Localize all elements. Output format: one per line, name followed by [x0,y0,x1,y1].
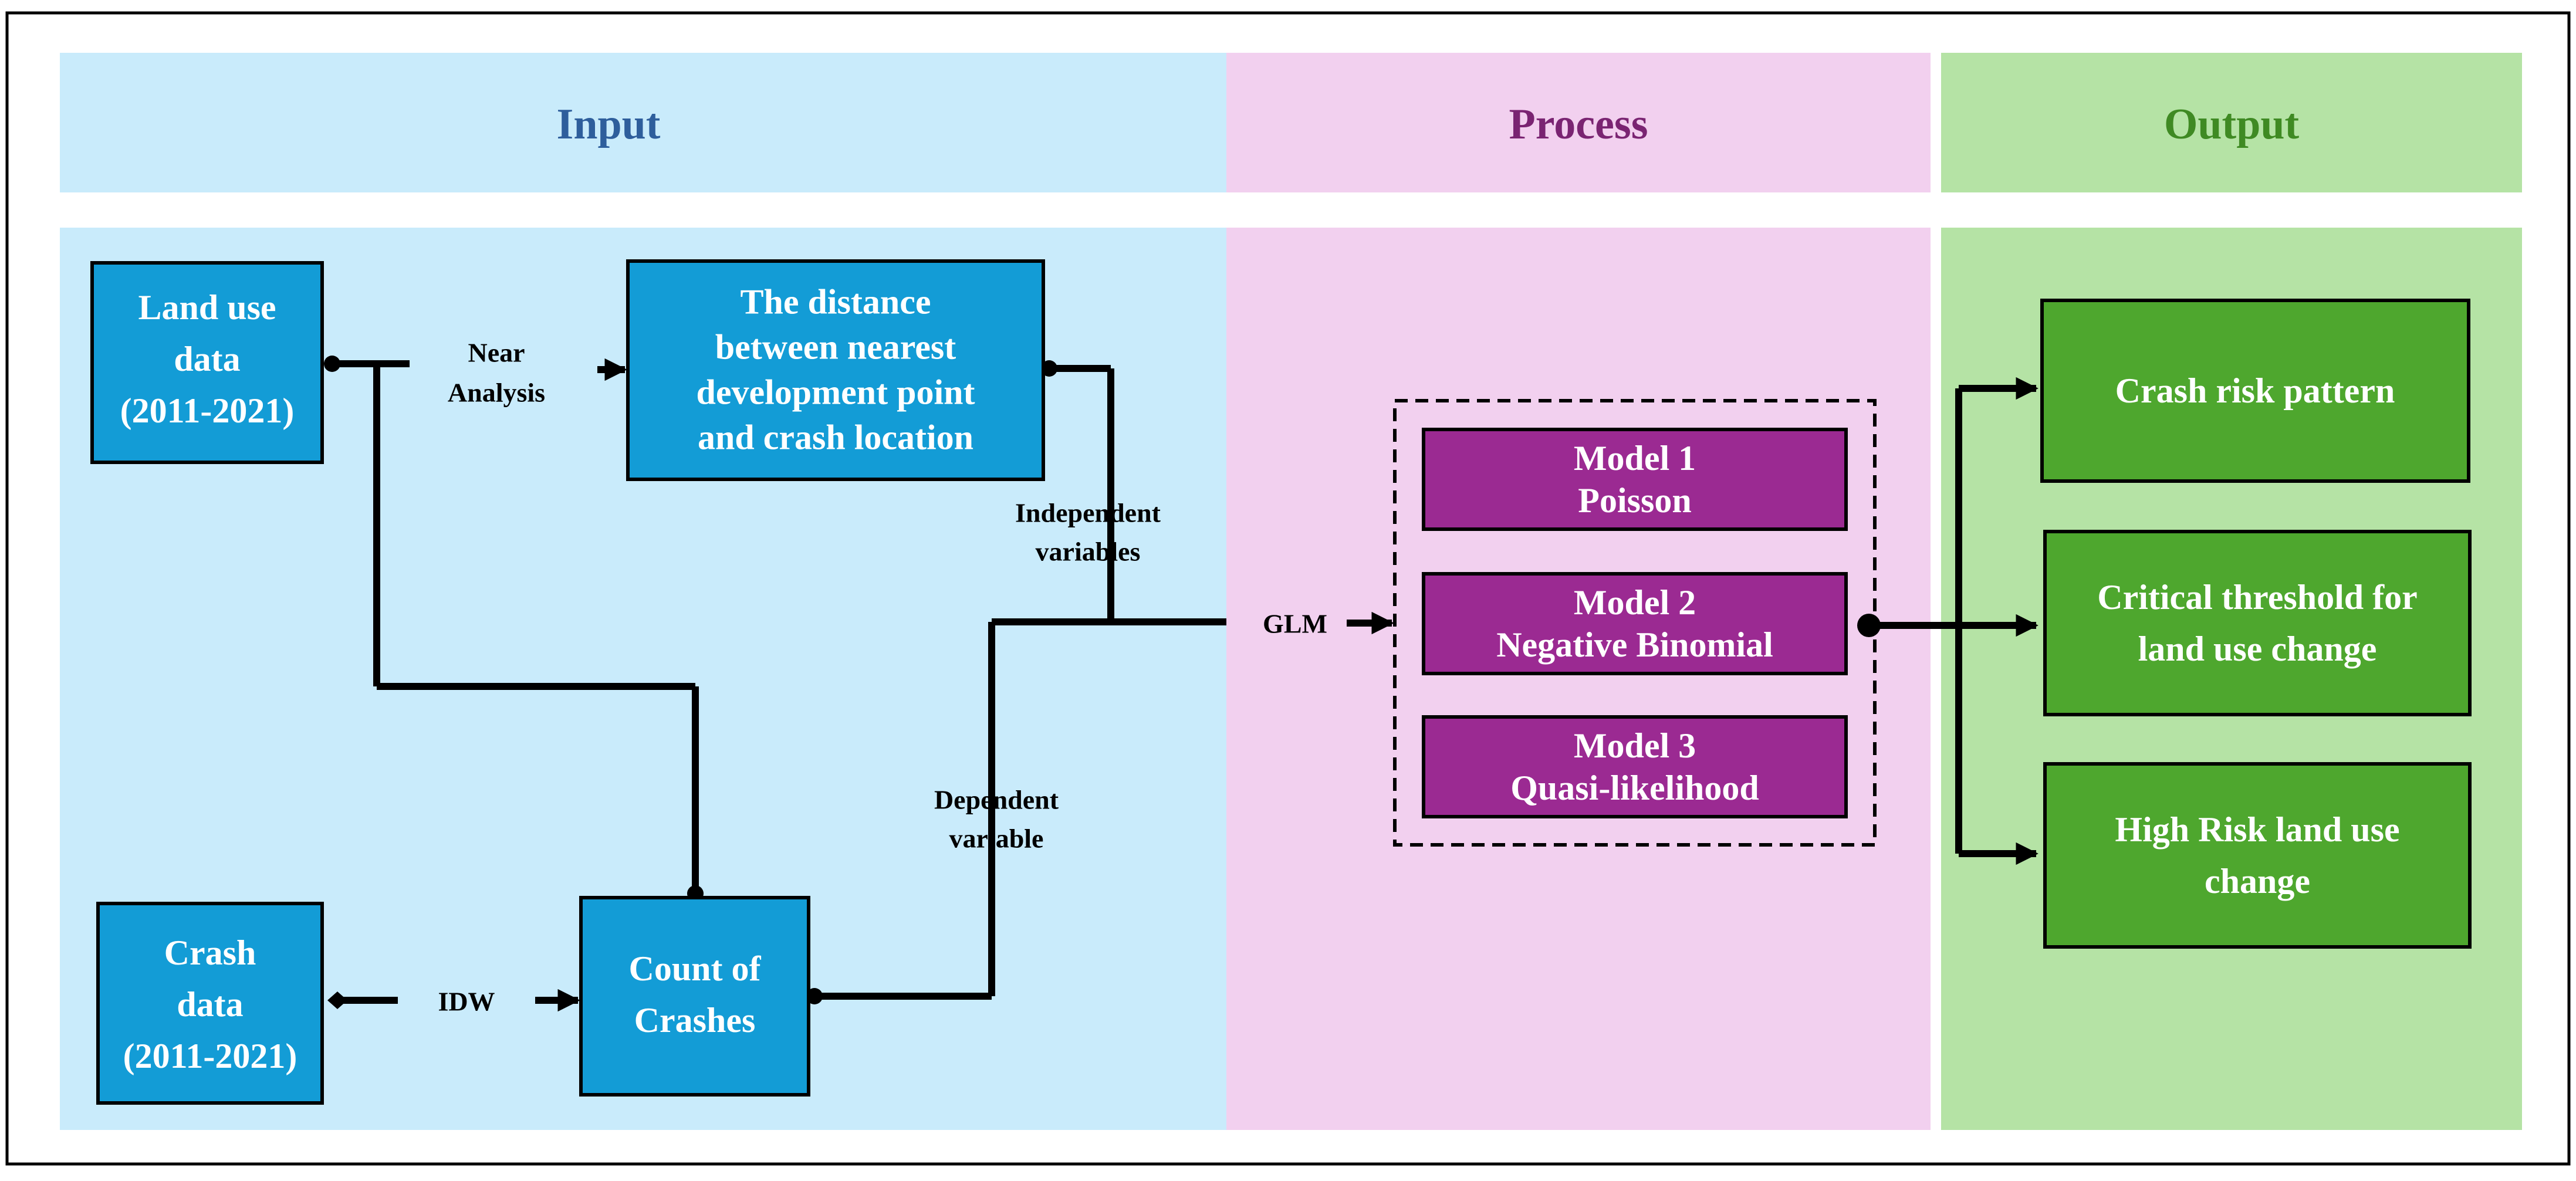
output-header-band [1941,53,2522,192]
crash-risk-text-line-1: Crash risk pattern [2115,371,2395,410]
process-header-band [1226,53,1931,192]
dependent-variable-label: Dependent variable [934,785,1059,854]
count-text-line-2: Crashes [634,1001,756,1040]
independent-variables-label: Independent variables [1015,498,1161,567]
crash-data-box: Crash data (2011-2021) [96,902,324,1105]
input-column-title: Input [557,100,661,148]
critical-threshold-box: Critical threshold for land use change [2043,530,2472,716]
process-panel [1226,228,1931,1130]
crash-risk-pattern-box: Crash risk pattern [2040,299,2470,483]
land-use-text-line-2: data [174,340,240,378]
model3-text-line-1: Model 3 [1574,726,1696,765]
critical-text-line-2: land use change [2138,630,2377,668]
model-group-dashed-border [1393,399,1877,847]
distance-text-line-4: and crash location [698,418,973,457]
high-risk-land-use-change-box: High Risk land use change [2043,762,2472,949]
glm-label: GLM [1263,609,1327,639]
distance-text-line-3: development point [696,373,975,412]
independent-text-line-1: Independent [1015,498,1161,528]
model2-text-line-1: Model 2 [1574,583,1696,622]
connectors [333,358,2039,1012]
land-use-text-line-1: Land use [138,288,276,327]
distance-box: The distance between nearest development p… [626,259,1045,481]
model2-text-line-2: Negative Binomial [1496,625,1773,664]
independent-text-line-2: variables [1036,537,1141,567]
count-text-line-1: Count of [628,949,761,988]
near-analysis-text-line-1: Near [468,338,525,368]
model1-text-line-1: Model 1 [1574,439,1696,478]
output-column-title: Output [2164,100,2300,148]
outer-frame [5,11,2571,1166]
model3-text-line-2: Quasi-likelihood [1510,769,1759,807]
land-use-text-line-3: (2011-2021) [120,391,295,430]
idw-text-line-1: IDW [438,987,495,1017]
process-column-title: Process [1509,100,1648,148]
distance-text-line-2: between nearest [715,328,956,367]
crash-data-text-line-3: (2011-2021) [123,1037,298,1075]
count-of-crashes-box: Count of Crashes [579,896,810,1097]
input-header-band [60,53,1233,192]
model1-text-line-2: Poisson [1578,481,1691,520]
model-3-quasi-likelihood-box: Model 3 Quasi-likelihood [1422,715,1848,818]
critical-text-line-1: Critical threshold for [2097,578,2417,617]
high-risk-text-line-2: change [2205,862,2310,901]
dependent-text-line-2: variable [949,824,1044,854]
high-risk-text-line-1: High Risk land use [2115,810,2399,849]
idw-label: IDW [438,987,495,1017]
land-use-data-box: Land use data (2011-2021) [90,261,324,464]
distance-text-line-1: The distance [740,283,931,322]
crash-data-text-line-2: data [177,985,243,1024]
dependent-text-line-1: Dependent [934,785,1059,815]
crash-data-text-line-1: Crash [164,933,256,972]
glm-text-line-1: GLM [1263,609,1327,639]
near-analysis-text-line-2: Analysis [448,378,545,408]
